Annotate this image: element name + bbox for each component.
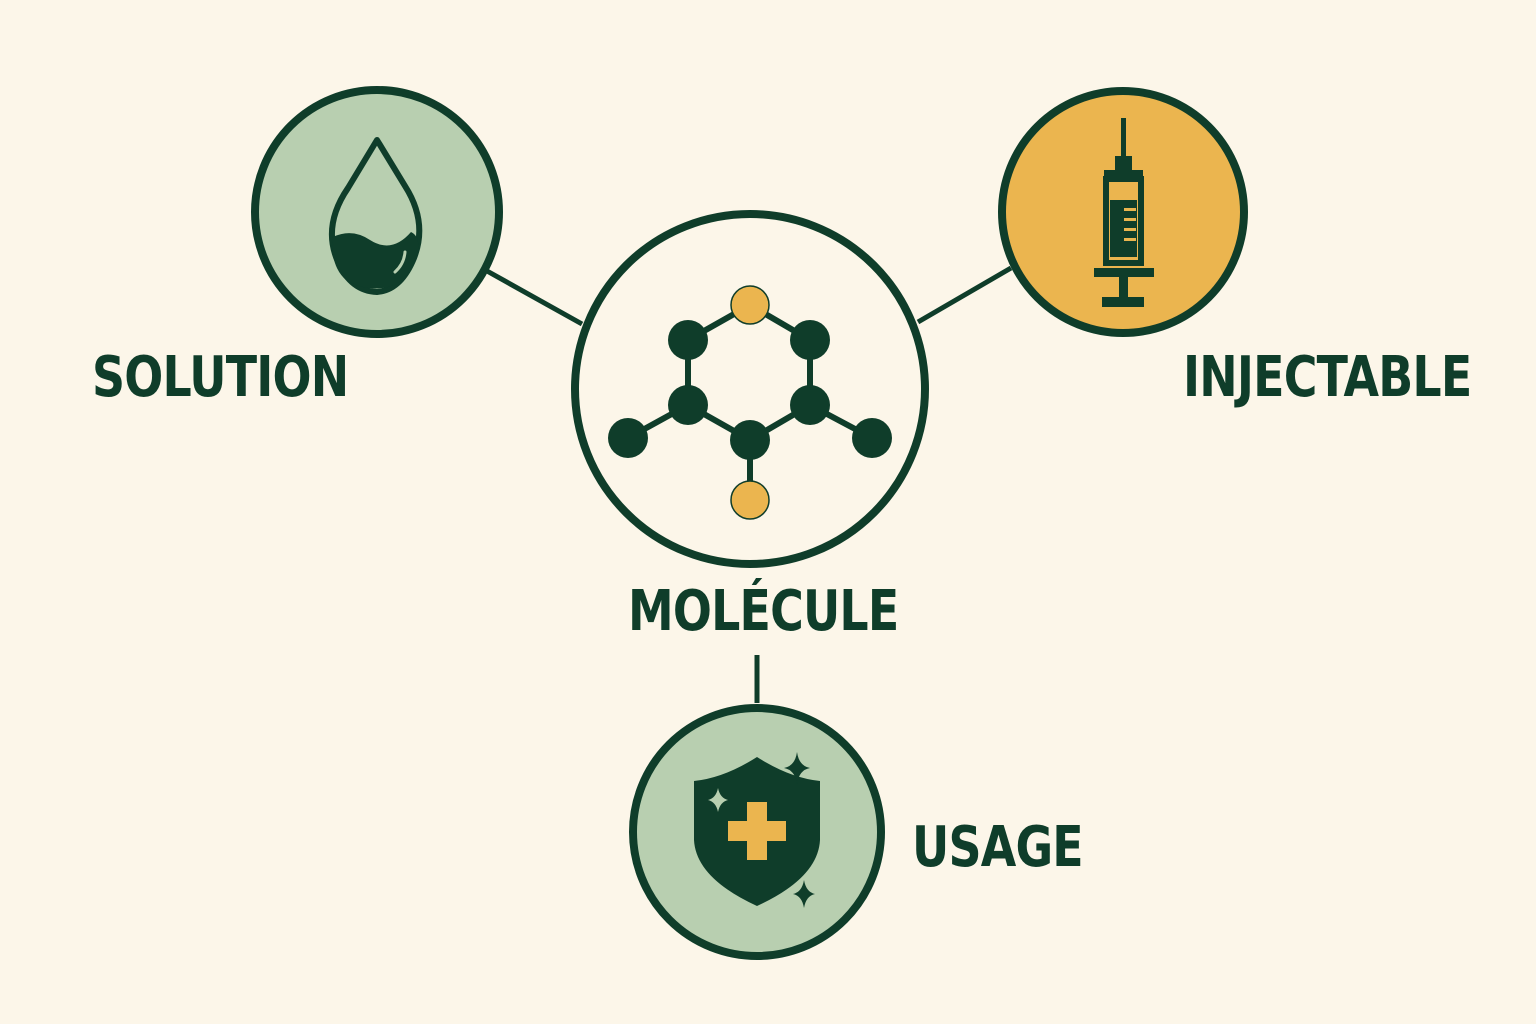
water-drop-icon	[328, 137, 423, 295]
solution-circle	[251, 86, 503, 338]
usage-node	[629, 704, 885, 960]
shield-cross-icon	[694, 757, 820, 906]
molecule-icon	[608, 285, 892, 520]
solution-node	[251, 86, 503, 338]
injectable-node	[998, 87, 1248, 337]
injectable-label: INJECTABLE	[1183, 345, 1472, 410]
usage-label: USAGE	[912, 815, 1084, 880]
solution-label: SOLUTION	[92, 345, 349, 410]
sparkle-icons	[708, 752, 815, 908]
molecule-label: MOLÉCULE	[628, 579, 899, 644]
connector-solution-molecule	[485, 268, 584, 327]
syringe-icon	[1094, 118, 1154, 307]
molecule-node	[571, 210, 929, 568]
molecule-circle	[571, 210, 929, 568]
connectors	[485, 265, 1013, 703]
connector-injectable-molecule	[916, 265, 1013, 325]
